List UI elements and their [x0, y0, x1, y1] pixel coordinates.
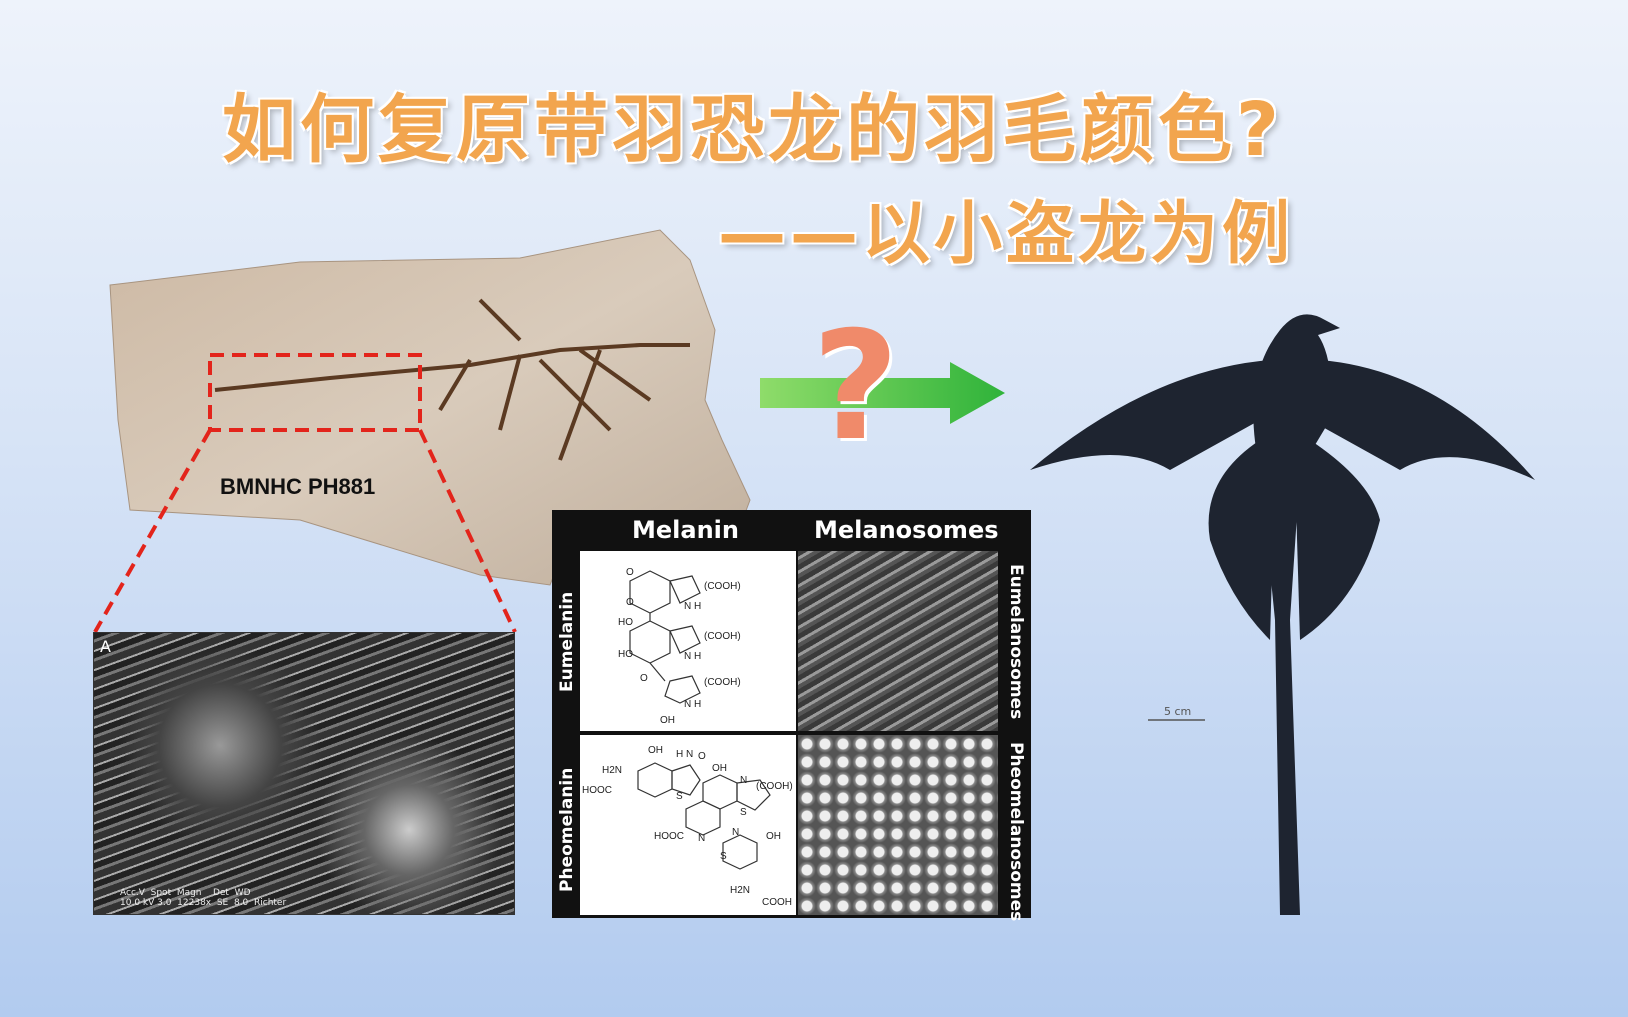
zoom-line-right [418, 429, 517, 633]
sem-image: A Acc.V Spot Magn Det WD 10.0 kV 3.0 122… [93, 632, 515, 915]
eu-nh2: N H [684, 651, 702, 662]
row-label-eumelanin: Eumelanin [557, 591, 577, 692]
ph-o: O [698, 751, 706, 762]
zoom-line-left [93, 429, 212, 633]
ph-oh2: OH [712, 763, 727, 774]
pheomelanin-structure: OH H N O H2N HOOC S OH N (COOH) S HOOC N… [580, 735, 796, 915]
ph-s3: S [720, 851, 727, 862]
sem-caption: Acc.V Spot Magn Det WD 10.0 kV 3.0 12238… [120, 888, 287, 908]
ph-h2n2: H2N [730, 885, 751, 896]
ph-s1: S [676, 791, 683, 802]
ph-cooh: (COOH) [756, 781, 793, 792]
specimen-label: BMNHC PH881 [220, 474, 376, 499]
eu-o3: O [640, 673, 648, 684]
eu-o2: O [626, 597, 634, 608]
eu-ho1: HO [618, 617, 633, 628]
ph-oh1: OH [648, 745, 663, 756]
row-label-pheomelanin: Pheomelanin [557, 767, 577, 892]
scale-label: 5 cm [1164, 705, 1192, 718]
eu-nh3: N H [684, 699, 702, 710]
fossil-skeleton [214, 298, 690, 461]
header-melanin: Melanin [632, 516, 739, 544]
sem-panel-label: A [100, 637, 111, 656]
eu-cooh1: (COOH) [704, 581, 741, 592]
arrow-icon [760, 362, 1005, 424]
melanin-table: Melanin Melanosomes O O HO HO (COOH) (CO… [552, 510, 1031, 922]
pheomelanin-diagram [637, 762, 771, 870]
eu-ho2: HO [618, 649, 633, 660]
pheomelanosomes-image [798, 735, 998, 915]
ph-n2: N [698, 833, 706, 844]
title-line-1: 如何复原带羽恐龙的羽毛颜色? [222, 87, 1283, 173]
fossil-slab [109, 229, 751, 586]
eu-o1: O [626, 567, 634, 578]
eu-oh: OH [660, 715, 675, 726]
header-melanosomes: Melanosomes [814, 516, 999, 544]
ph-hooc2: HOOC [654, 831, 684, 842]
eu-cooh3: (COOH) [704, 677, 741, 688]
eu-cooh2: (COOH) [704, 631, 741, 642]
ph-h2n1: H2N [602, 765, 623, 776]
ph-hooc1: HOOC [582, 785, 612, 796]
bird-reconstruction [1030, 314, 1535, 915]
ph-oh3: OH [766, 831, 781, 842]
eumelanosomes-image [798, 551, 998, 731]
title-line-2: ——以小盗龙为例 [718, 195, 1295, 274]
eumelanin-diagram [629, 570, 701, 704]
selection-box [208, 353, 422, 432]
ph-s2: S [740, 807, 747, 818]
ph-n1: N [740, 775, 748, 786]
ph-n3: N [732, 827, 740, 838]
ph-cooh2: COOH [762, 897, 792, 908]
right-label-eumelanosomes: Eumelanosomes [1006, 564, 1026, 720]
eumelanin-structure: O O HO HO (COOH) (COOH) (COOH) N H N H N… [580, 551, 796, 731]
question-mark: ? [812, 300, 900, 474]
right-label-pheomelanosomes: Pheomelanosomes [1006, 742, 1026, 922]
ph-hn: H N [676, 749, 694, 760]
eu-nh1: N H [684, 601, 702, 612]
